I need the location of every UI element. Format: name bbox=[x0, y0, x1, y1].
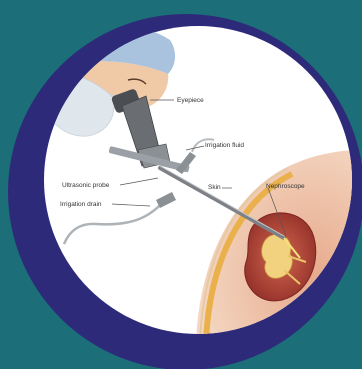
label-nephroscope: Nephroscope bbox=[266, 183, 305, 190]
label-ultrasonic-probe: Ultrasonic probe bbox=[62, 182, 110, 189]
label-irrigation-fluid: Irrigation fluid bbox=[205, 142, 244, 149]
label-eyepiece: Eyepiece bbox=[177, 97, 204, 104]
label-skin: Skin bbox=[208, 184, 221, 191]
label-irrigation-drain: Irrigation drain bbox=[60, 201, 102, 208]
